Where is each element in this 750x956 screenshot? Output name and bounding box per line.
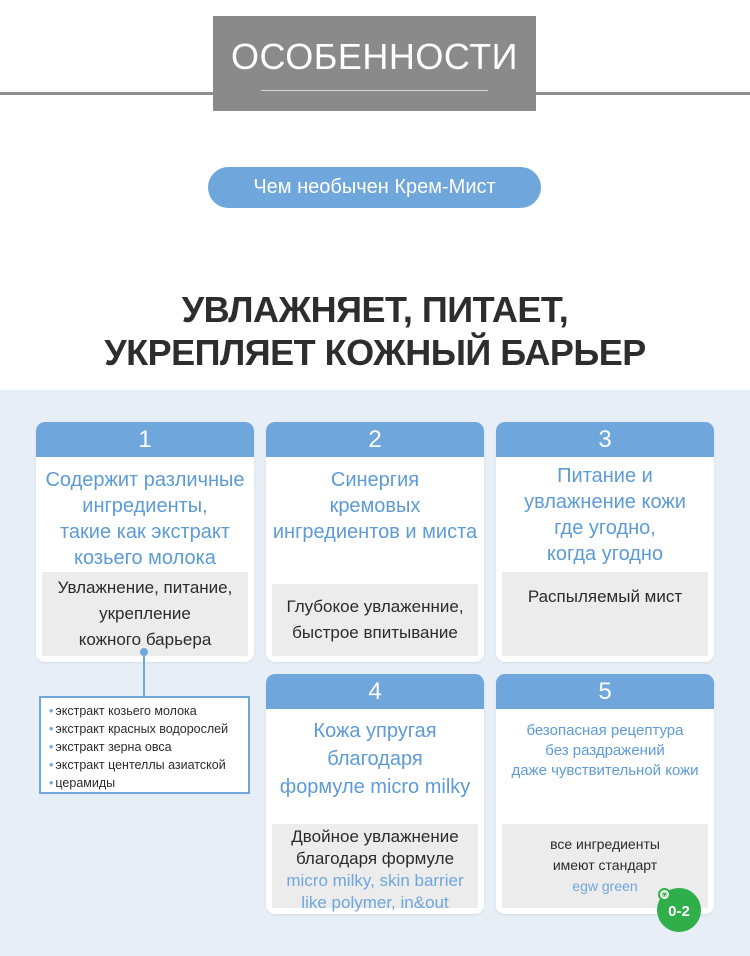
- card-title-line: без раздражений: [545, 742, 665, 759]
- card-title-line: Синергия: [330, 469, 420, 491]
- card-number: 5: [496, 674, 714, 709]
- card-title-line: кремовых: [329, 495, 421, 517]
- bullet-icon: •: [49, 776, 54, 790]
- card-number: 4: [266, 674, 484, 709]
- connector-dot: [140, 648, 148, 656]
- subtitle-pill: Чем необычен Крем-Мист: [208, 167, 541, 208]
- card-detail-line: Глубокое увлаженние,: [286, 597, 464, 616]
- badge-label: 0-2: [668, 903, 690, 920]
- card-detail-line: Увлажнение, питание,: [57, 578, 233, 597]
- card-detail-highlight: egw green: [572, 878, 638, 894]
- list-item: •экстракт зерна овса: [49, 738, 248, 756]
- card-detail-highlight: micro milky, skin barrier: [286, 871, 464, 890]
- feature-card-5: 5 безопасная рецептура без раздражений д…: [496, 674, 714, 914]
- card-detail-line: Распыляемый мист: [527, 587, 683, 606]
- card-title-line: увлажнение кожи: [524, 491, 686, 513]
- card-title-line: даже чувствительной кожи: [511, 762, 699, 779]
- card-detail: Увлажнение, питание, укрепление кожного …: [42, 572, 248, 656]
- header-underline: [261, 90, 488, 91]
- feature-card-4: 4 Кожа упругая благодаря формуле micro m…: [266, 674, 484, 914]
- card-detail-line: Двойное увлажнение: [291, 827, 459, 846]
- leaf-icon: ❀: [658, 888, 671, 901]
- connector-line: [143, 655, 145, 696]
- card-detail-line: все ингредиенты: [550, 836, 660, 852]
- card-title-line: когда угодно: [546, 543, 664, 565]
- card-detail-line: кожного барьера: [78, 630, 212, 649]
- card-title-line: безопасная рецептура: [526, 722, 684, 739]
- card-title: Синергия кремовых ингредиентов и миста: [266, 457, 484, 545]
- bullet-icon: •: [49, 740, 54, 754]
- card-detail: Глубокое увлаженние, быстрое впитывание: [272, 584, 478, 656]
- card-title-line: формуле micro milky: [279, 776, 471, 798]
- ingredient-label: экстракт центеллы азиатской: [55, 758, 226, 772]
- section-header: ОСОБЕННОСТИ: [213, 16, 536, 111]
- card-title-line: где угодно,: [554, 517, 656, 539]
- card-title-line: такие как экстракт: [60, 521, 230, 543]
- card-title-line: Кожа упругая: [313, 720, 437, 742]
- ingredient-label: экстракт зерна овса: [55, 740, 172, 754]
- card-title-line: ингредиентов и миста: [272, 521, 478, 543]
- feature-card-2: 2 Синергия кремовых ингредиентов и миста…: [266, 422, 484, 662]
- headline-line-2: УКРЕПЛЯЕТ КОЖНЫЙ БАРЬЕР: [104, 332, 646, 373]
- headline-line-1: УВЛАЖНЯЕТ, ПИТАЕТ,: [181, 289, 569, 330]
- card-number: 2: [266, 422, 484, 457]
- card-detail-line: укрепление: [99, 604, 191, 623]
- list-item: •экстракт козьего молока: [49, 702, 248, 720]
- list-item: •экстракт красных водорослей: [49, 720, 248, 738]
- card-number: 1: [36, 422, 254, 457]
- card-title: Питание и увлажнение кожи где угодно, ко…: [496, 457, 714, 567]
- ingredients-list: •экстракт козьего молока •экстракт красн…: [39, 696, 250, 794]
- card-detail-highlight: like polymer, in&out: [301, 893, 449, 912]
- list-item: •экстракт центеллы азиатской: [49, 756, 248, 774]
- ingredient-label: экстракт козьего молока: [55, 704, 197, 718]
- list-item: •церамиды: [49, 774, 248, 792]
- card-title-line: козьего молока: [74, 547, 216, 569]
- bullet-icon: •: [49, 704, 54, 718]
- card-title-line: ингредиенты,: [82, 495, 208, 517]
- bullet-icon: •: [49, 758, 54, 772]
- bullet-icon: •: [49, 722, 54, 736]
- card-detail-line: имеют стандарт: [552, 857, 658, 873]
- ingredient-label: церамиды: [55, 776, 116, 790]
- feature-card-3: 3 Питание и увлажнение кожи где угодно, …: [496, 422, 714, 662]
- section-title: ОСОБЕННОСТИ: [230, 36, 518, 77]
- feature-card-1: 1 Содержит различные ингредиенты, такие …: [36, 422, 254, 662]
- card-detail: Распыляемый мист: [502, 572, 708, 656]
- card-detail-line: быстрое впитывание: [292, 623, 458, 642]
- card-title-line: благодаря: [327, 748, 423, 770]
- card-title-line: Содержит различные: [45, 469, 245, 491]
- card-title: безопасная рецептура без раздражений даж…: [496, 709, 714, 781]
- headline: УВЛАЖНЯЕТ, ПИТАЕТ, УКРЕПЛЯЕТ КОЖНЫЙ БАРЬ…: [0, 288, 750, 374]
- ingredient-label: экстракт красных водорослей: [55, 722, 229, 736]
- card-title-line: Питание и: [557, 465, 653, 487]
- card-number: 3: [496, 422, 714, 457]
- card-detail-line: благодаря формуле: [295, 849, 455, 868]
- card-detail: Двойное увлажнение благодаря формуле mic…: [272, 824, 478, 912]
- card-title: Кожа упругая благодаря формуле micro mil…: [266, 709, 484, 801]
- card-title: Содержит различные ингредиенты, такие ка…: [36, 457, 254, 571]
